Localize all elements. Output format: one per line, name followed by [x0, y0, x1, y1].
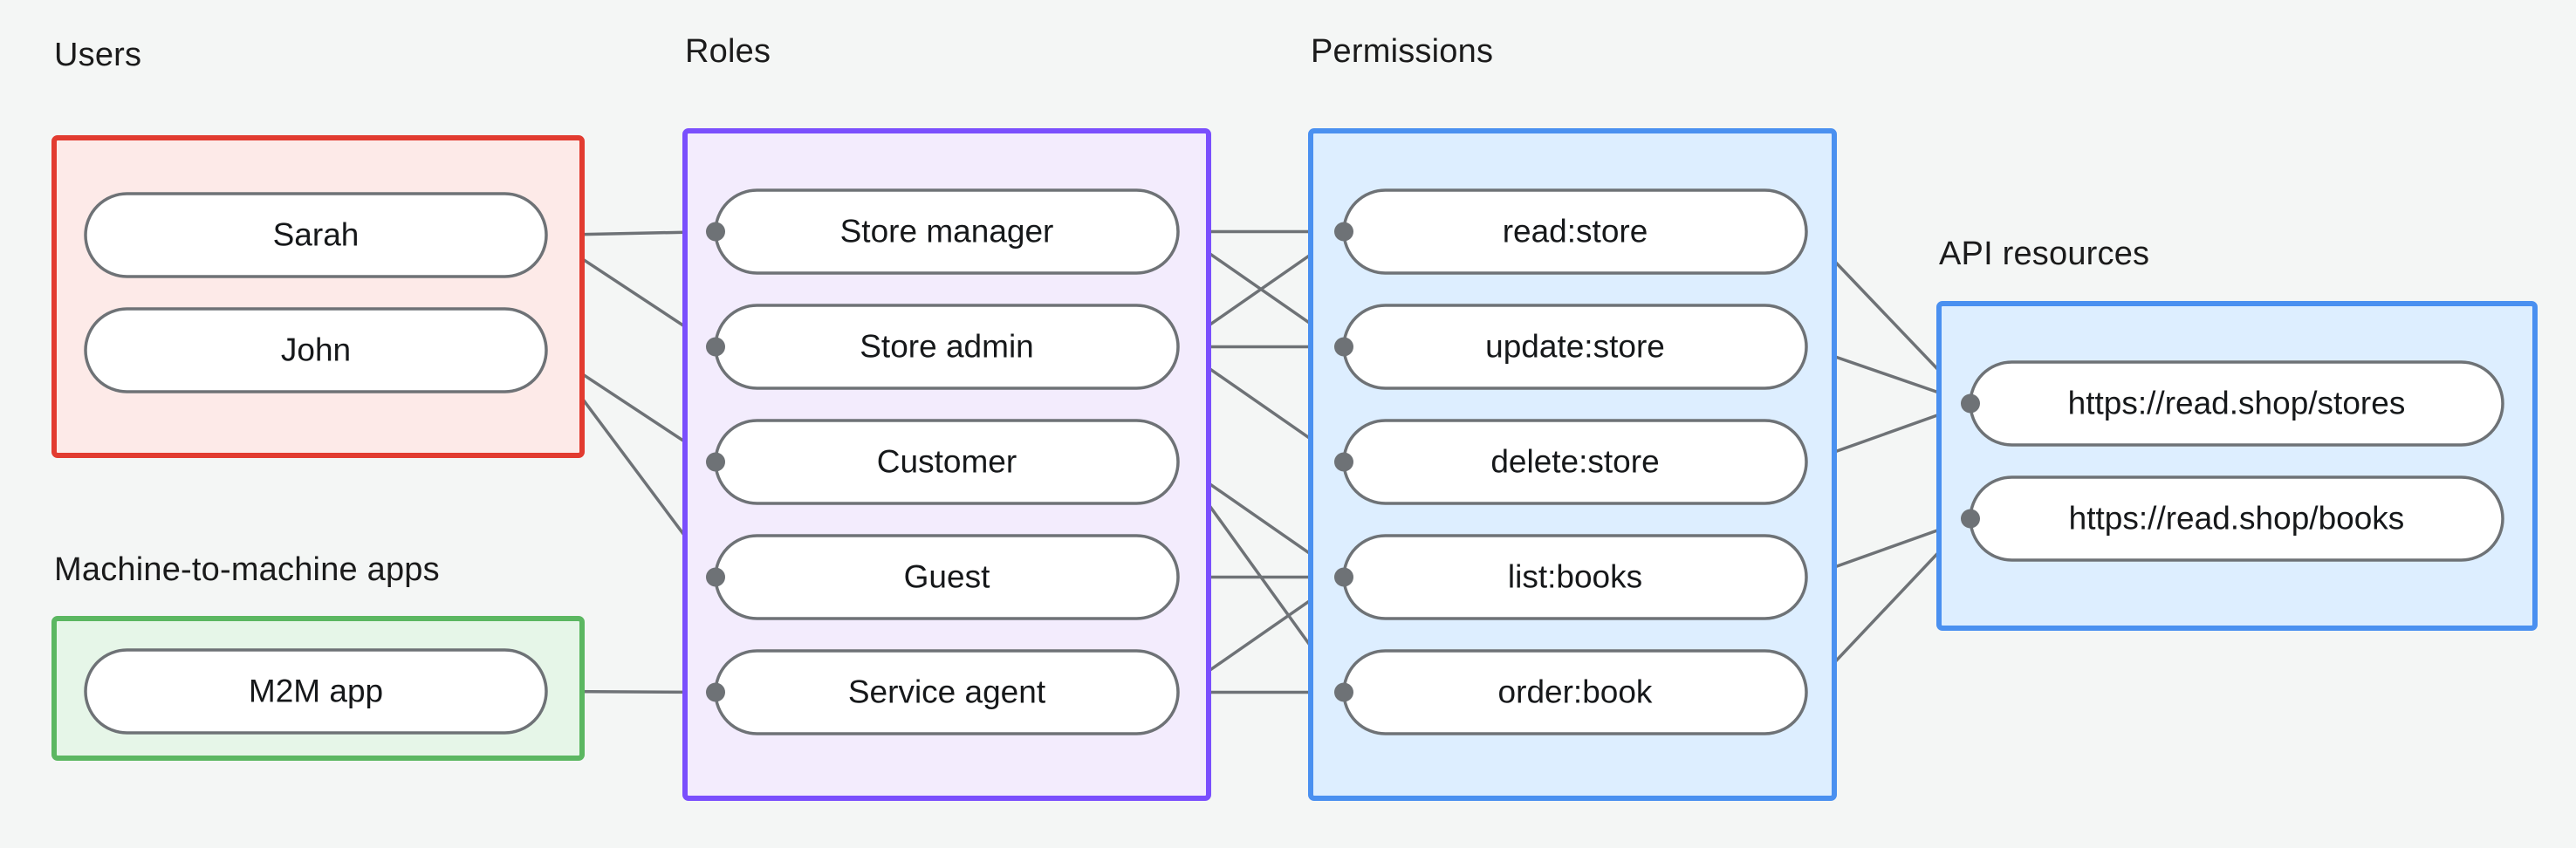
- edge-endpoint-read-store: [1334, 222, 1353, 242]
- edge-endpoint-store-manager: [706, 222, 725, 242]
- edge-endpoint-store-admin: [706, 337, 725, 357]
- group-title-users: Users: [54, 37, 141, 73]
- node-label-guest: Guest: [904, 558, 990, 594]
- edge-endpoint-res-books: [1961, 509, 1980, 529]
- edge-endpoint-guest: [706, 567, 725, 587]
- edge-endpoint-list-books: [1334, 567, 1353, 587]
- node-label-list-books: list:books: [1508, 558, 1642, 594]
- node-label-delete-store: delete:store: [1490, 443, 1659, 479]
- node-sarah[interactable]: [84, 192, 548, 278]
- node-label-read-store: read:store: [1503, 213, 1648, 249]
- node-label-m2mapp: M2M app: [249, 673, 383, 708]
- node-label-res-books: https://read.shop/books: [2069, 500, 2405, 536]
- node-label-customer: Customer: [877, 443, 1017, 479]
- node-label-order-book: order:book: [1498, 674, 1653, 709]
- group-title-roles: Roles: [685, 33, 771, 70]
- node-m2mapp[interactable]: [84, 648, 548, 735]
- group-title-m2m: Machine-to-machine apps: [54, 551, 440, 588]
- edge-endpoint-service-agent: [706, 682, 725, 702]
- edge-endpoint-res-stores: [1961, 393, 1980, 414]
- node-label-sarah: Sarah: [273, 216, 360, 252]
- edge-endpoint-order-book: [1334, 682, 1353, 702]
- group-title-permissions: Permissions: [1311, 33, 1493, 70]
- node-label-store-admin: Store admin: [860, 328, 1034, 364]
- node-label-update-store: update:store: [1485, 328, 1665, 364]
- edge-endpoint-update-store: [1334, 337, 1353, 357]
- node-label-store-manager: Store manager: [840, 213, 1054, 249]
- node-label-service-agent: Service agent: [848, 674, 1046, 709]
- node-label-john: John: [281, 332, 351, 367]
- edge-endpoint-layer: [706, 222, 1980, 702]
- node-john[interactable]: [84, 307, 548, 393]
- group-title-api-resources: API resources: [1939, 236, 2149, 272]
- node-label-res-stores: https://read.shop/stores: [2068, 385, 2406, 421]
- edge-endpoint-customer: [706, 452, 725, 472]
- group-box-api-resources: [1936, 301, 2538, 631]
- group-box-users: [51, 135, 585, 458]
- edge-endpoint-delete-store: [1334, 452, 1353, 472]
